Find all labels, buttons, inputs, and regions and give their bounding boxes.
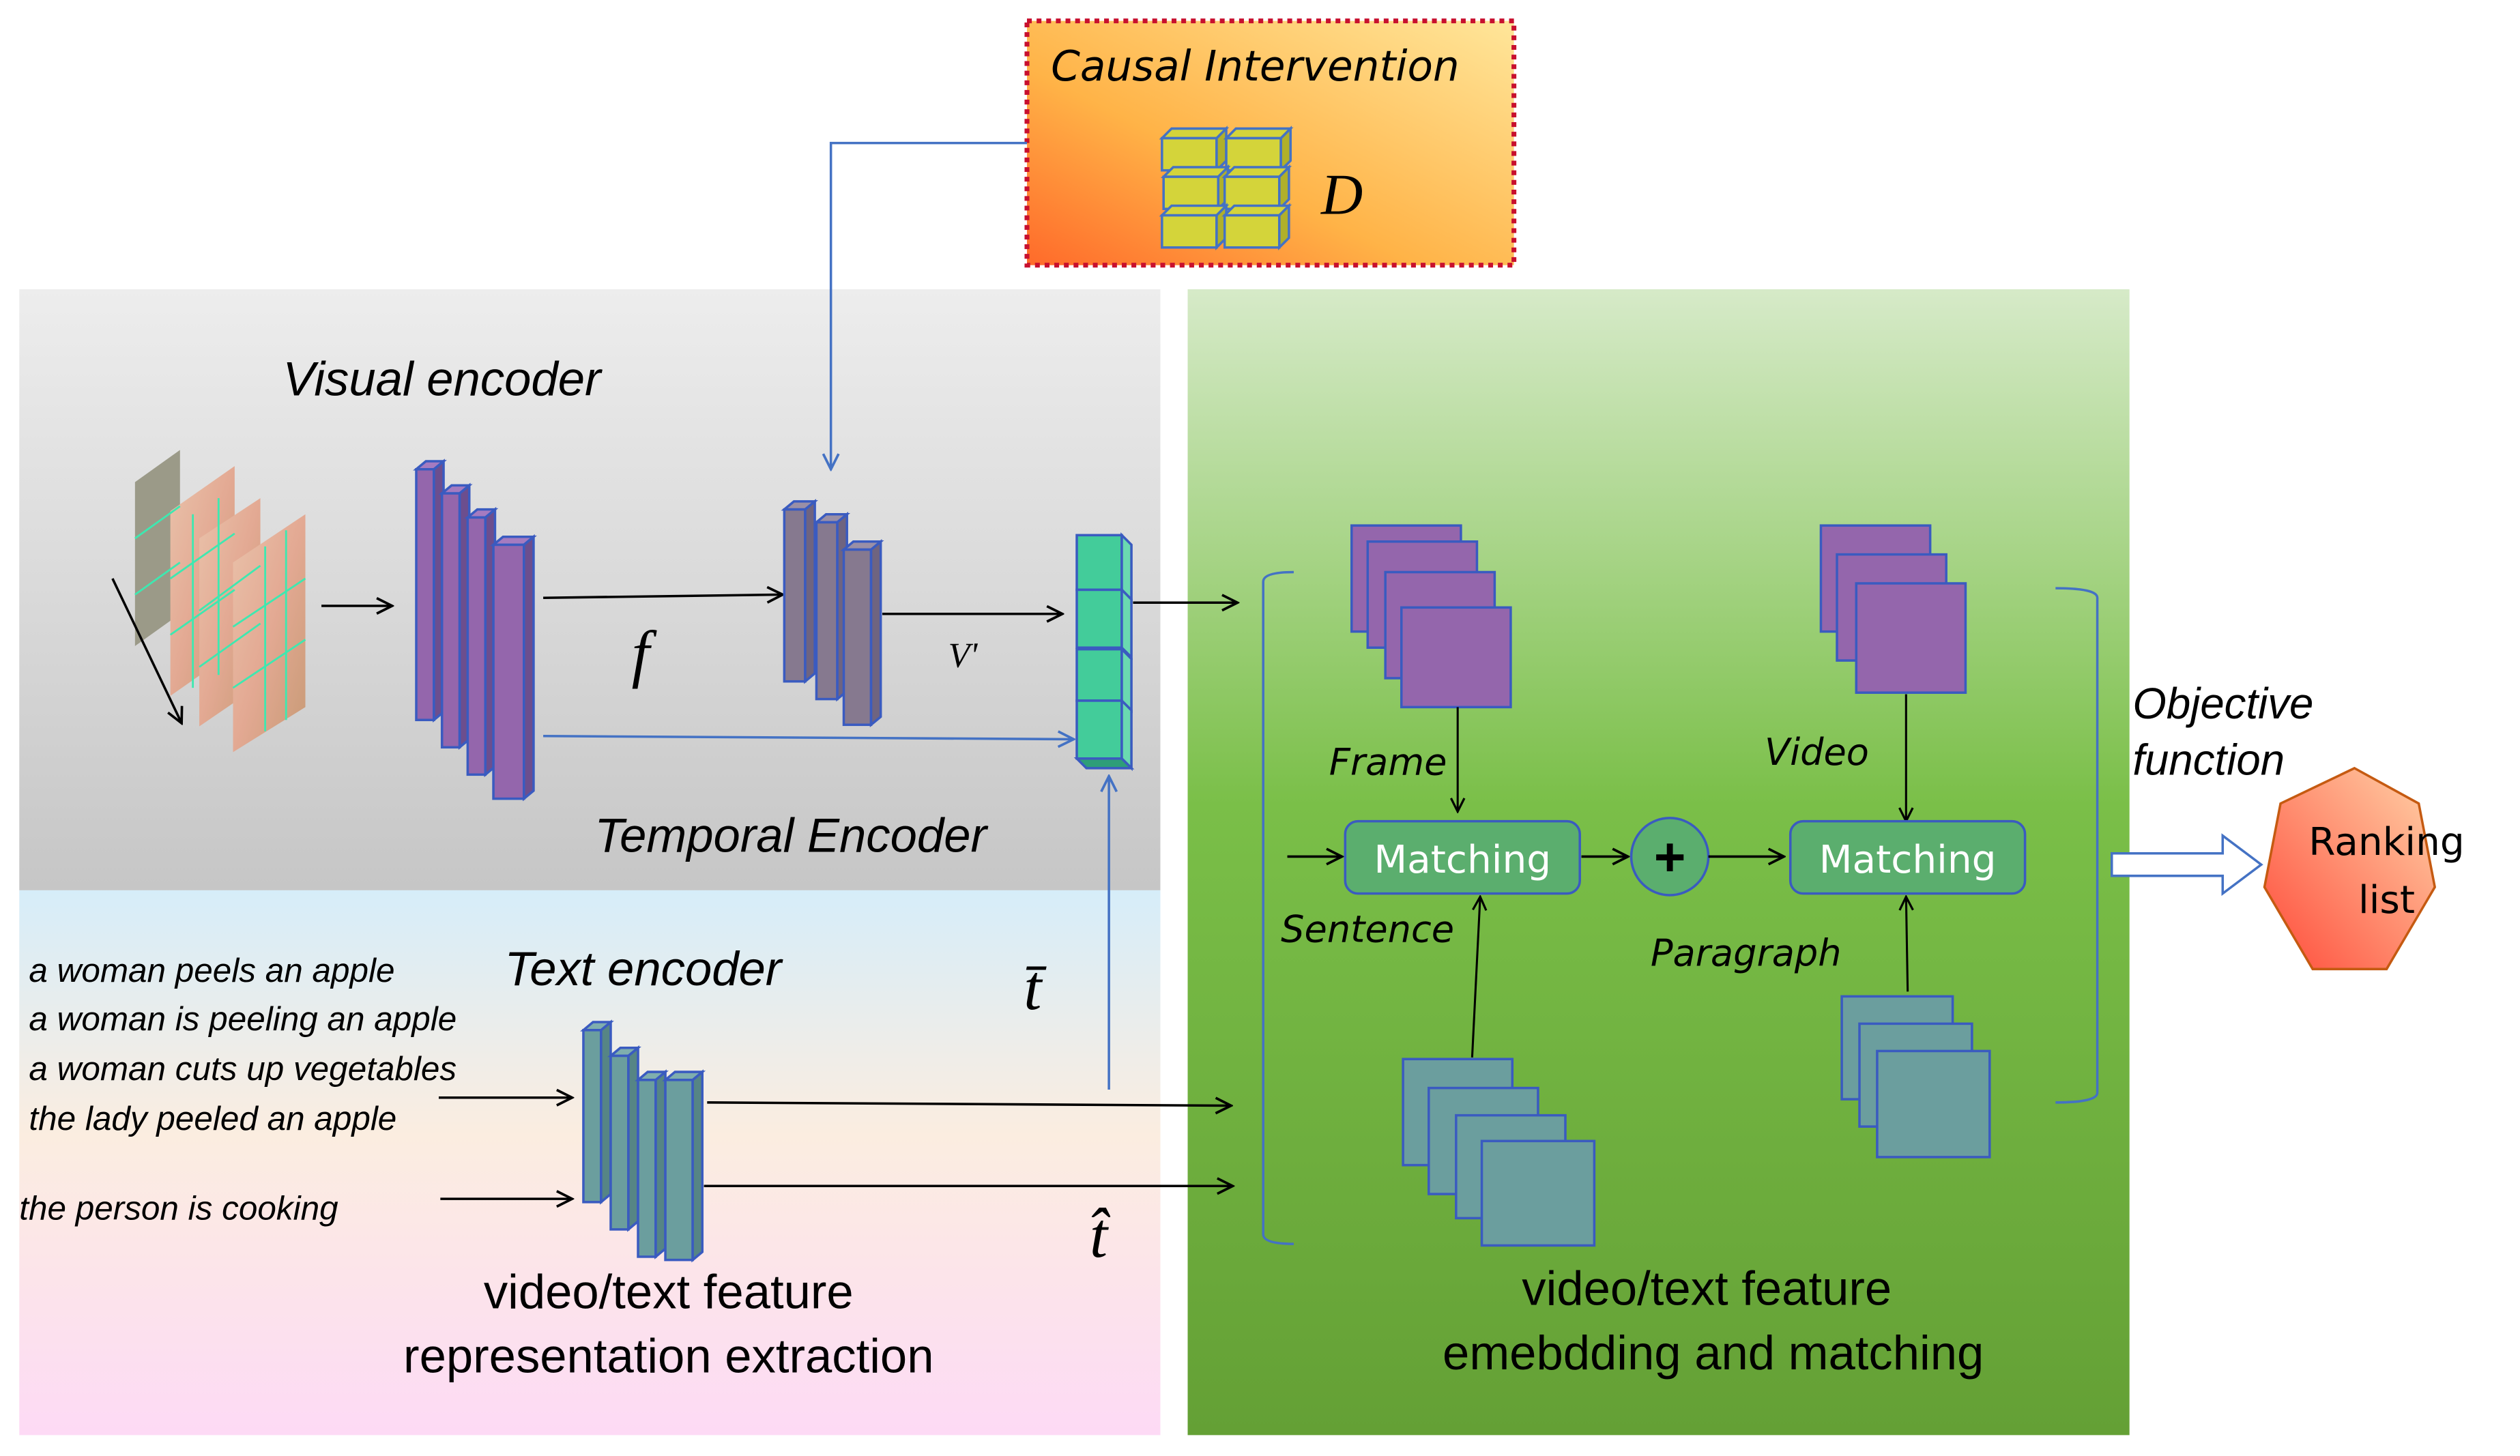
left-bracket <box>1262 570 1294 1245</box>
sentence-item: the lady peeled an apple <box>29 1100 396 1137</box>
video-label: Video <box>1765 731 1869 774</box>
temporal-encoder-layers <box>781 499 884 728</box>
right-bracket <box>2055 587 2099 1104</box>
sentence-label: Sentence <box>1281 907 1454 950</box>
matching2-label: Matching <box>1819 838 1997 882</box>
time-axis-arrow <box>111 578 182 723</box>
paragraph-sentence: the person is cooking <box>19 1190 338 1227</box>
causal-intervention-title: Causal Intervention <box>1051 42 1460 91</box>
video-feature-vector <box>1073 532 1135 772</box>
objective-line2: function <box>2132 736 2285 784</box>
frame-feature-stack <box>1350 524 1512 709</box>
sentence-item: a woman cuts up vegetables <box>29 1050 457 1088</box>
paragraph-to-matching-arrow <box>1906 897 1907 992</box>
video-feature-stack <box>1819 524 1967 694</box>
temporal-encoder-title: Temporal Encoder <box>594 808 988 862</box>
ranking-list-node: Ranking list <box>2263 766 2465 971</box>
frame-label: Frame <box>1329 740 1447 783</box>
right-caption-line1: video/text feature <box>1522 1262 1892 1315</box>
ranking-line1: Ranking <box>2308 820 2465 864</box>
sentence-item: a woman peels an apple <box>29 952 394 989</box>
text-bar-arrow <box>707 1103 1231 1106</box>
intervention-connector <box>831 141 1027 469</box>
plus-icon: + <box>1654 827 1686 888</box>
sentence-feature-stack <box>1402 1058 1596 1247</box>
sentence-list: a woman peels an apple a woman is peelin… <box>19 952 457 1227</box>
matching1-label: Matching <box>1374 838 1551 882</box>
paragraph-feature-stack <box>1840 995 1991 1159</box>
output-block-arrow <box>2111 833 2263 897</box>
dictionary-symbol: D <box>1320 162 1363 227</box>
right-caption-line2: emebdding and matching <box>1443 1326 1984 1380</box>
matching-paragraph-video-node: Matching <box>1788 819 2027 895</box>
sentence-item: a woman is peeling an apple <box>29 1000 457 1038</box>
v-prime-label: V' <box>948 636 979 675</box>
dictionary-cubes-icon <box>1159 126 1294 250</box>
objective-line1: Objective <box>2132 680 2313 728</box>
cnn-to-temporal-arrow <box>543 595 783 598</box>
left-caption-line2: representation extraction <box>403 1329 933 1383</box>
visual-cnn-layers <box>413 458 537 802</box>
matching-sentence-frame-node: Matching <box>1344 819 1581 895</box>
video-frames-icon <box>134 450 306 753</box>
sum-node: + <box>1630 817 1710 897</box>
causal-intervention-box: Causal Intervention D <box>1024 18 1517 268</box>
t-hat-label: t̂ <box>1090 1200 1111 1271</box>
text-encoder-title: Text encoder <box>505 942 783 995</box>
visual-encoder-title: Visual encoder <box>283 351 603 405</box>
ranking-line2: list <box>2358 878 2415 922</box>
text-encoder-layers <box>580 1019 706 1263</box>
left-caption-line1: video/text feature <box>484 1264 854 1318</box>
cnn-skip-arrow <box>543 736 1073 740</box>
sentence-to-matching-arrow <box>1471 897 1480 1058</box>
paragraph-label: Paragraph <box>1651 932 1842 975</box>
